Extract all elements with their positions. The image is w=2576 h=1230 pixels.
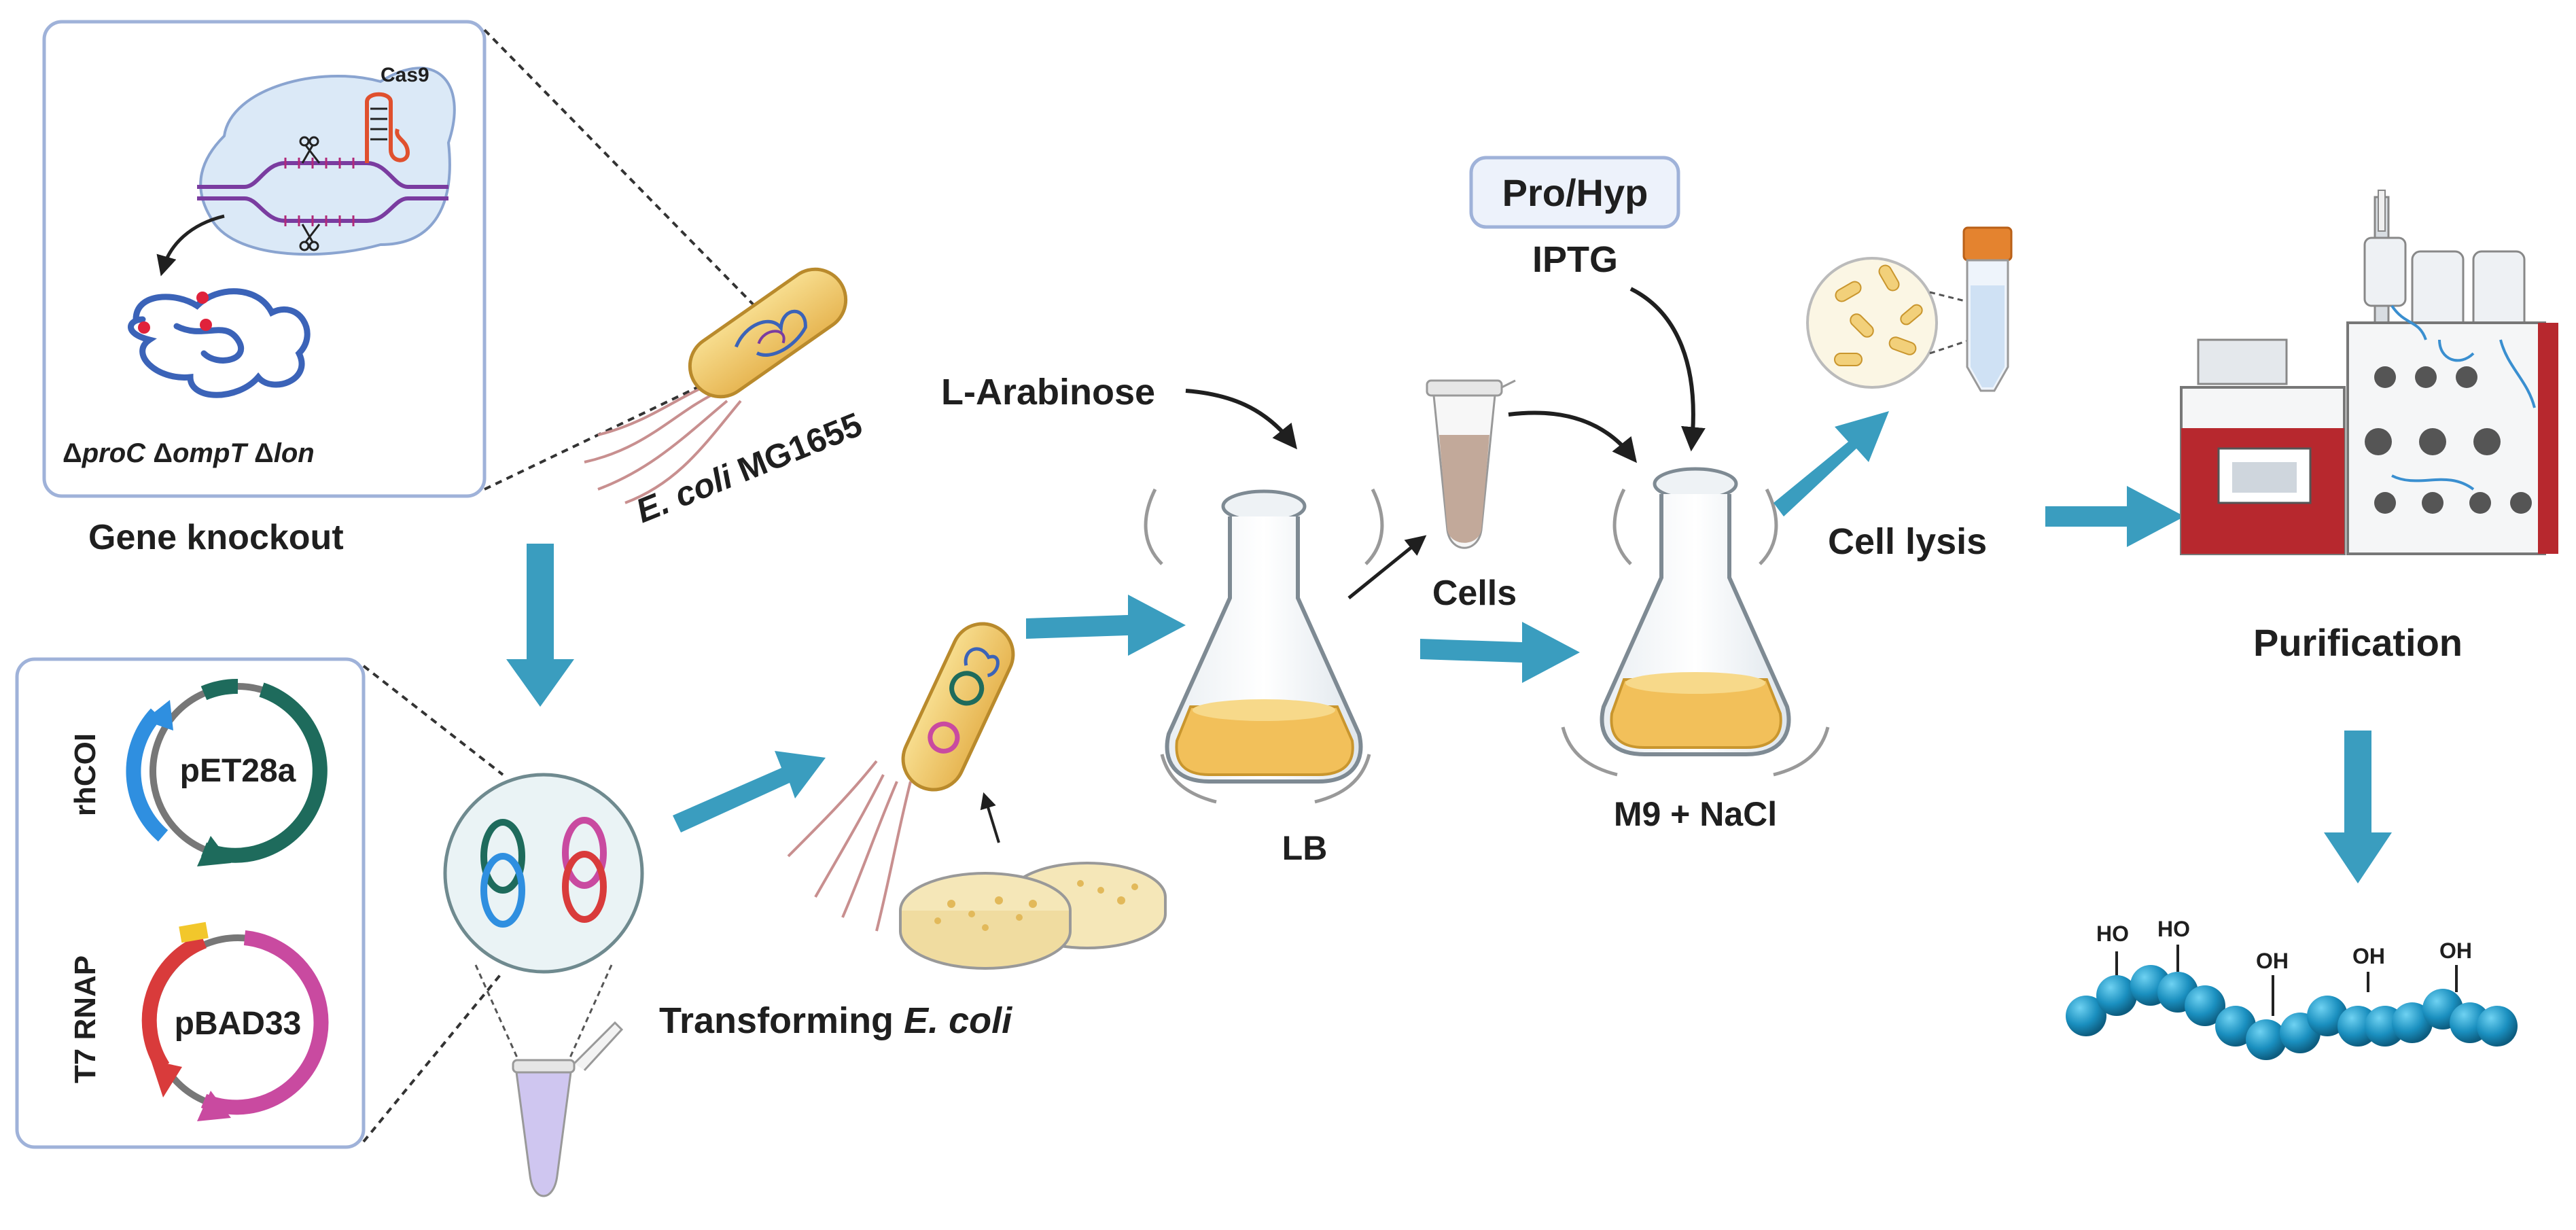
- gene-knockout-panel: Cas9 ΔproC ΔompT Δlon Gene knockout: [42, 20, 769, 557]
- flow-arrow-3: [1026, 595, 1186, 656]
- lb-flask: [1144, 488, 1384, 804]
- supplement-label: Pro/Hyp: [1502, 171, 1648, 214]
- flow-arrow-2: [673, 751, 826, 832]
- m9-flask: [1561, 467, 1830, 777]
- hydroxylated-peptide: HO HO OH OH OH: [2066, 917, 2518, 1060]
- hydroxyl-group-1: HO: [2096, 921, 2129, 946]
- flow-arrow-down-1: [506, 544, 574, 707]
- hydroxyl-group-5: OH: [2439, 938, 2472, 963]
- host-bacterium: E. coli MG1655: [584, 267, 867, 530]
- cas9-label: Cas9: [381, 64, 429, 86]
- flow-arrow-4: [1420, 622, 1580, 683]
- cells-tube-icon: [1426, 379, 1516, 549]
- plasmid-pbad33-name: pBAD33: [175, 1006, 302, 1042]
- hydroxyl-group-3: OH: [2256, 949, 2289, 973]
- knockout-genotype: ΔproC ΔompT Δlon: [63, 438, 315, 468]
- cells-label: Cells: [1432, 574, 1517, 613]
- flow-arrow-6: [2045, 486, 2185, 547]
- flask2-label: M9 + NaCl: [1614, 795, 1777, 833]
- plasmid-pet28a: pET28a rhCOI: [69, 678, 328, 866]
- supplement-box: [1469, 156, 1680, 229]
- gene-knockout-caption: Gene knockout: [88, 518, 344, 557]
- hydroxyl-group-2: HO: [2157, 917, 2190, 941]
- cells-arrow-icon: [1347, 535, 1427, 599]
- transformed-bacterium: [787, 622, 1015, 932]
- hydroxyl-group-4: OH: [2352, 944, 2385, 968]
- flow-arrow-5: [1774, 411, 1889, 516]
- inducer-arabinose: L-Arabinose: [941, 372, 1155, 412]
- plasmid-mix: [443, 773, 644, 1197]
- plasmid-pet28a-name: pET28a: [180, 753, 296, 789]
- plasmid-pbad33-gene: T7 RNAP: [69, 955, 102, 1083]
- iptg-arrow-icon: [1629, 287, 1706, 452]
- inducer-iptg: IPTG: [1532, 239, 1618, 280]
- small-arrow-icon: [980, 792, 1000, 843]
- plasmid-panel: pET28a rhCOI pBAD33 T7 RNAP: [15, 657, 504, 1149]
- petri-dish-icon: [899, 862, 1167, 970]
- lysis-label: Cell lysis: [1828, 521, 1987, 562]
- flask1-label: LB: [1282, 829, 1328, 867]
- plasmid-pet28a-gene: rhCOI: [69, 733, 102, 816]
- plasmid-pbad33: pBAD33 T7 RNAP: [69, 921, 329, 1121]
- transforming-label: Transforming E. coli: [659, 1000, 1012, 1041]
- lysis-view: [1806, 226, 2013, 392]
- cells-to-flask-arrow-icon: [1508, 410, 1638, 463]
- chromatography-instrument-icon: [2180, 190, 2558, 555]
- microtube-icon: [512, 1021, 624, 1197]
- purification-label: Purification: [2253, 621, 2463, 664]
- flow-arrow-down-7: [2324, 731, 2392, 883]
- arabinose-arrow-icon: [1185, 389, 1298, 450]
- scissors-icon: [299, 136, 321, 251]
- falcon-tube-icon: [1962, 226, 2013, 392]
- curved-arrow-icon: [156, 214, 225, 277]
